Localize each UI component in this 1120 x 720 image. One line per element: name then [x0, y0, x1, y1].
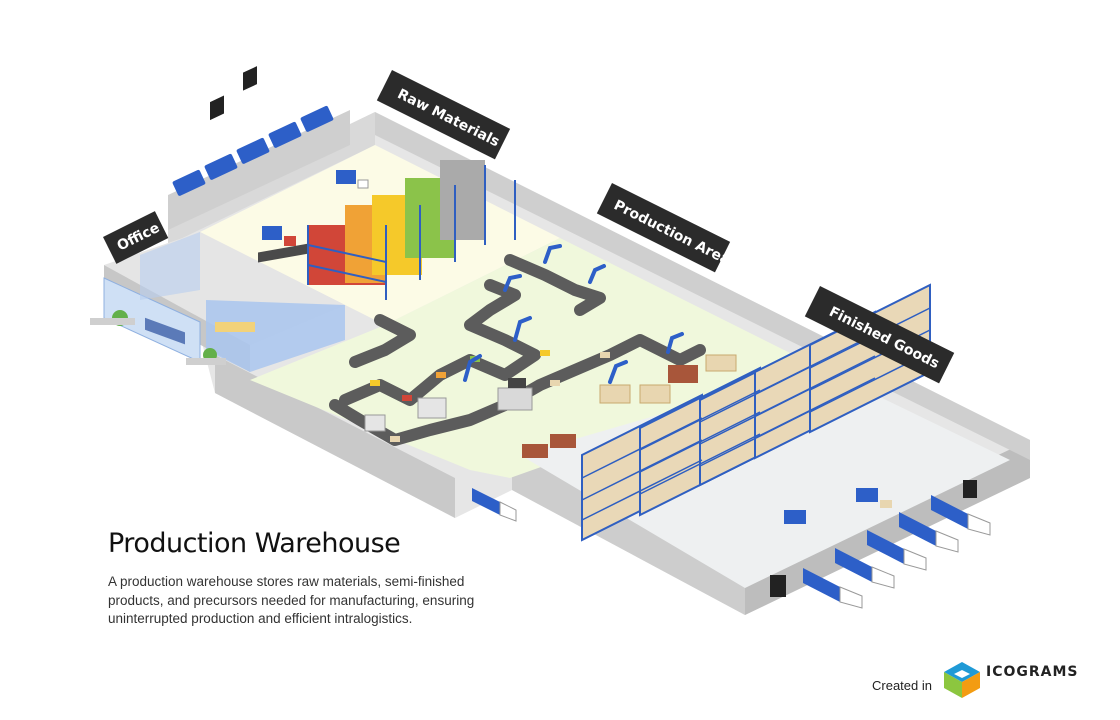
credit: Created in ICOGRAMS — [872, 660, 1079, 700]
pallet-icon — [522, 354, 737, 458]
truck-icon — [472, 488, 991, 609]
production-machine — [364, 378, 533, 432]
brand-name: ICOGRAMS — [985, 664, 1079, 680]
outbound-dock — [770, 480, 977, 597]
inbound-dock — [168, 66, 350, 230]
finished-goods-floor — [520, 368, 1010, 588]
robot-arm-icon — [463, 244, 684, 384]
page-title: Production Warehouse — [108, 528, 401, 559]
credit-text: Created in — [872, 677, 932, 693]
office-building — [90, 232, 345, 372]
page-description: A production warehouse stores raw materi… — [108, 574, 475, 626]
icograms-logo-icon — [943, 662, 980, 698]
shelving-rack-icon — [307, 160, 516, 300]
forklift-icon — [262, 170, 369, 246]
finished-goods-racks — [581, 283, 931, 542]
truck-icon — [172, 105, 334, 196]
forklift-icon — [784, 488, 892, 524]
